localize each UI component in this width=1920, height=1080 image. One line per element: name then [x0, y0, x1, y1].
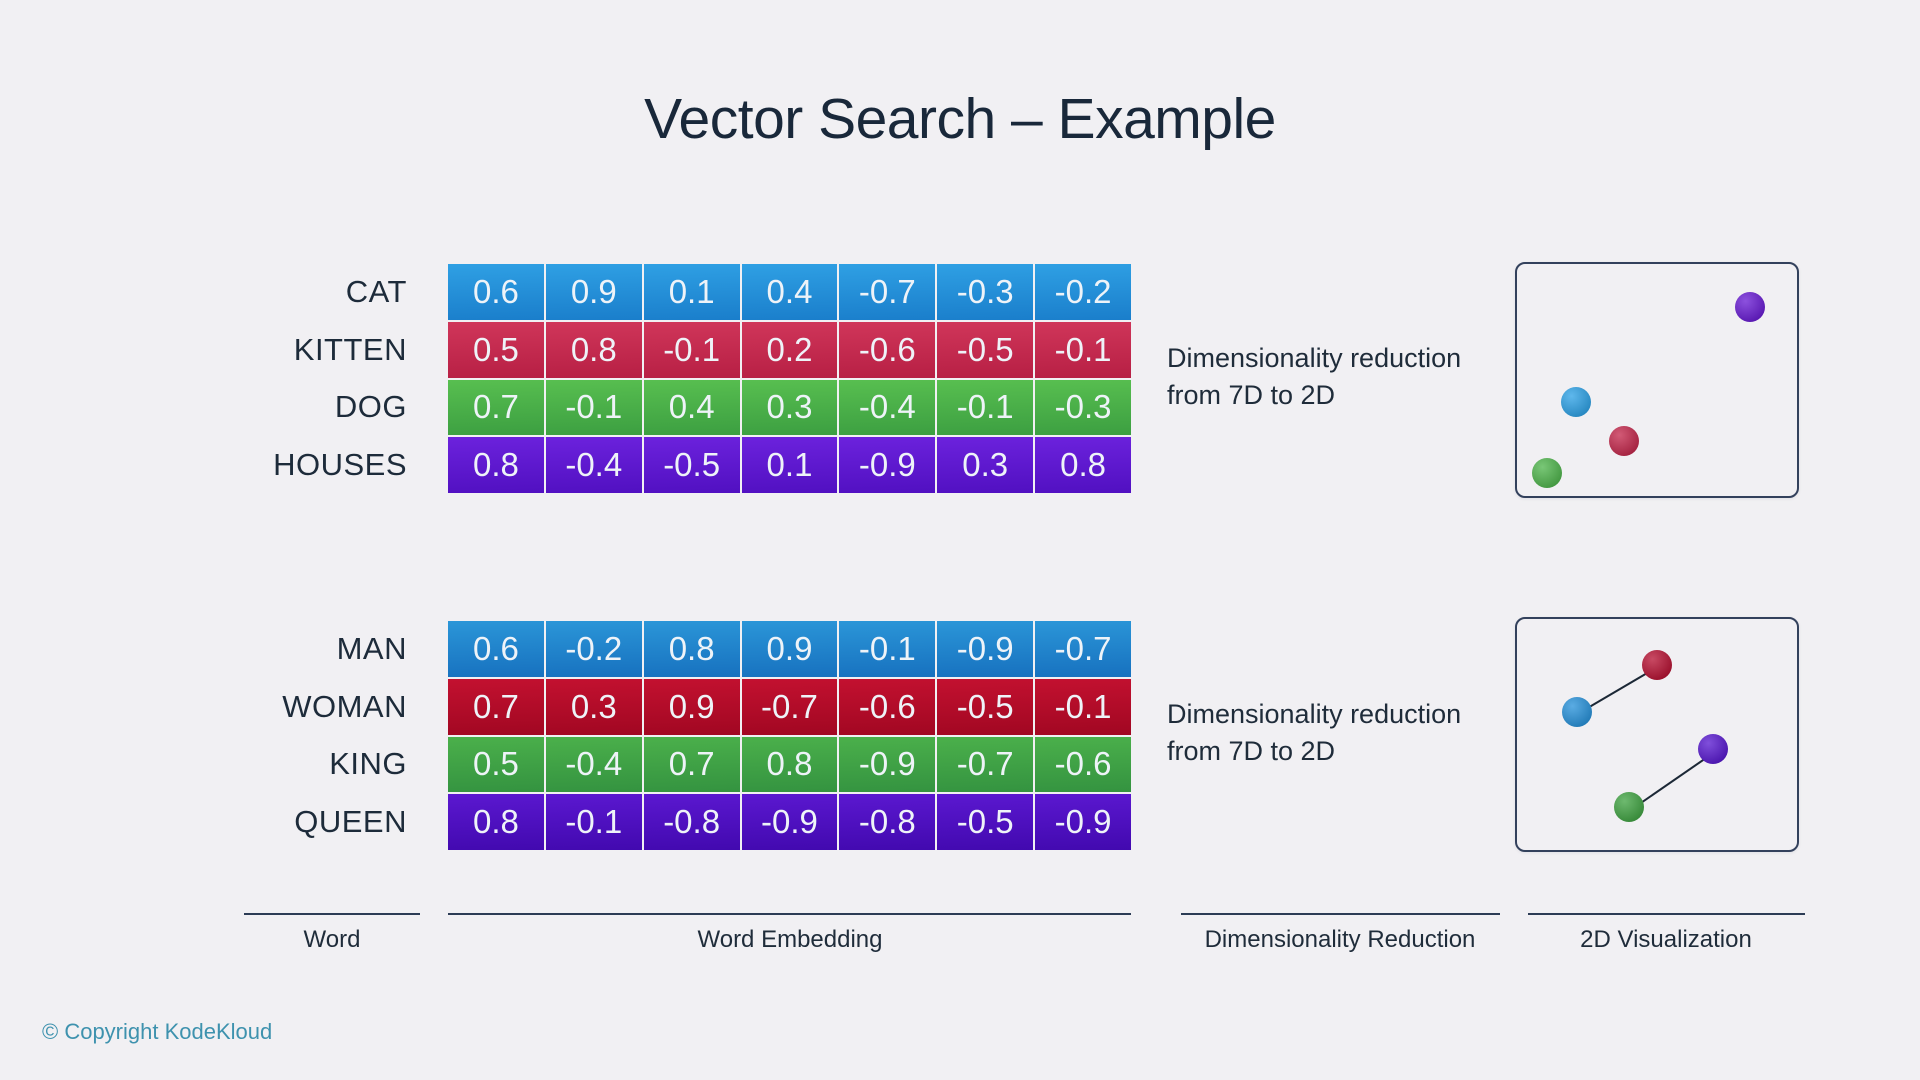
embedding-cell: 0.9	[545, 264, 642, 320]
embedding-cell: 0.5	[448, 321, 544, 378]
kitten-point	[1609, 426, 1639, 456]
cat-point	[1561, 387, 1591, 417]
embedding-cell: 0.4	[741, 264, 838, 320]
embedding-cell: 0.4	[643, 379, 740, 436]
embedding-cell: 0.3	[937, 437, 1034, 493]
embedding-cell: 0.3	[545, 678, 642, 735]
embedding-cell: -0.3	[1035, 379, 1131, 436]
scatter-box	[1515, 262, 1799, 498]
embedding-cell: 0.1	[741, 437, 838, 493]
visualization-column-rule	[1528, 913, 1805, 915]
embedding-cell: 0.6	[448, 621, 544, 677]
houses-point	[1735, 292, 1765, 322]
embedding-cell: 0.5	[448, 736, 544, 793]
dimensionality-column-rule	[1181, 913, 1500, 915]
word-label: KING	[329, 746, 407, 782]
embedding-cell: -0.4	[545, 437, 642, 493]
note-line-1: Dimensionality reduction	[1167, 343, 1462, 373]
embedding-cell: -0.1	[839, 621, 936, 677]
word-label: HOUSES	[273, 447, 407, 483]
footer-label-2d-visualization: 2D Visualization	[1580, 926, 1752, 953]
embedding-cell: -0.6	[1035, 736, 1131, 793]
word-labels: CAT KITTEN DOG HOUSES	[147, 264, 407, 493]
embedding-cell: -0.6	[839, 321, 936, 378]
similarity-connector-line	[1630, 750, 1717, 811]
embedding-cell: -0.1	[937, 379, 1034, 436]
embedding-cell: 0.7	[448, 678, 544, 735]
dimensionality-note: Dimensionality reduction from 7D to 2D	[1167, 340, 1461, 414]
word-labels: MAN WOMAN KING QUEEN	[147, 621, 407, 850]
page-title: Vector Search – Example	[644, 87, 1276, 151]
dimensionality-note: Dimensionality reduction from 7D to 2D	[1167, 696, 1461, 770]
embedding-cell: 0.8	[448, 437, 544, 493]
word-label: CAT	[345, 273, 407, 309]
note-line-2: from 7D to 2D	[1167, 380, 1336, 410]
footer-label-word-embedding: Word Embedding	[697, 926, 883, 953]
embedding-cell: 0.9	[741, 621, 838, 677]
word-label: QUEEN	[294, 804, 407, 840]
embedding-cell: 0.1	[643, 264, 740, 320]
word-label: WOMAN	[282, 688, 407, 724]
woman-point	[1642, 650, 1672, 680]
embedding-cell: -0.7	[741, 678, 838, 735]
embedding-cell: 0.8	[741, 736, 838, 793]
embedding-cell: -0.4	[839, 379, 936, 436]
embedding-cell: -0.7	[937, 736, 1034, 793]
embedding-column-rule	[448, 913, 1131, 915]
embedding-cell: 0.8	[448, 794, 544, 850]
man-point	[1562, 697, 1592, 727]
footer-label-word: Word	[303, 926, 361, 953]
embedding-cell: -0.4	[545, 736, 642, 793]
embedding-cell: -0.3	[937, 264, 1034, 320]
dog-point	[1532, 458, 1562, 488]
king-point	[1614, 792, 1644, 822]
embedding-cell: -0.5	[937, 321, 1034, 378]
embedding-cell: 0.8	[643, 621, 740, 677]
embedding-cell: -0.1	[643, 321, 740, 378]
word-column-rule	[244, 913, 420, 915]
word-label: DOG	[334, 389, 407, 425]
embedding-cell: -0.2	[545, 621, 642, 677]
embedding-cell: -0.5	[937, 678, 1034, 735]
embedding-cell: -0.2	[1035, 264, 1131, 320]
embedding-cell: -0.1	[545, 794, 642, 850]
embedding-cell: -0.1	[1035, 321, 1131, 378]
embedding-cell: 0.7	[643, 736, 740, 793]
embedding-cell: 0.3	[741, 379, 838, 436]
embedding-cell: 0.7	[448, 379, 544, 436]
embedding-cell: -0.1	[545, 379, 642, 436]
word-label: KITTEN	[293, 331, 407, 367]
embedding-cell: 0.8	[545, 321, 642, 378]
embedding-cell: -0.1	[1035, 678, 1131, 735]
embedding-cell: -0.8	[643, 794, 740, 850]
embedding-cell: -0.9	[937, 621, 1034, 677]
note-line-2: from 7D to 2D	[1167, 736, 1336, 766]
queen-point	[1698, 734, 1728, 764]
embedding-cell: 0.8	[1035, 437, 1131, 493]
embedding-cell: -0.9	[741, 794, 838, 850]
embedding-cell: -0.5	[643, 437, 740, 493]
footer-label-dimensionality-reduction: Dimensionality Reduction	[1204, 926, 1476, 953]
embedding-cell: -0.7	[839, 264, 936, 320]
note-line-1: Dimensionality reduction	[1167, 699, 1462, 729]
embedding-cell: 0.2	[741, 321, 838, 378]
embedding-cell: 0.9	[643, 678, 740, 735]
embedding-cell: -0.6	[839, 678, 936, 735]
embedding-cell: -0.5	[937, 794, 1034, 850]
embedding-cell: -0.9	[839, 736, 936, 793]
embedding-cell: -0.7	[1035, 621, 1131, 677]
embedding-cell: -0.9	[1035, 794, 1131, 850]
embedding-cell: 0.6	[448, 264, 544, 320]
embedding-cell: -0.8	[839, 794, 936, 850]
scatter-box	[1515, 617, 1799, 852]
word-label: MAN	[336, 630, 407, 666]
embedding-cell: -0.9	[839, 437, 936, 493]
copyright-notice: © Copyright KodeKloud	[42, 1019, 273, 1044]
